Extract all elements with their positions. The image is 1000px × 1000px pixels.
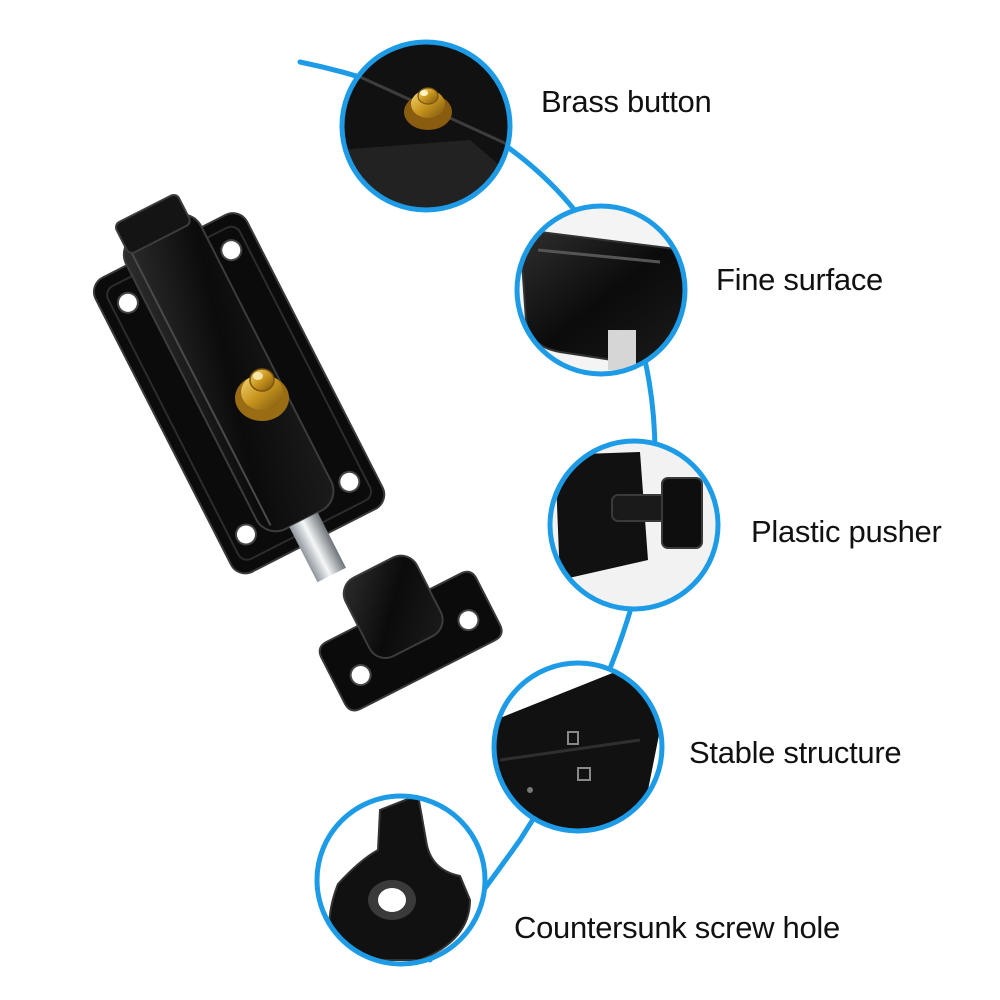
countersunk-screw-hole-closeup bbox=[314, 793, 488, 967]
feature-label-brass-button: Brass button bbox=[541, 84, 712, 119]
plastic-pusher-closeup bbox=[547, 438, 721, 612]
barrel-bolt-latch bbox=[92, 193, 503, 712]
stable-structure-closeup bbox=[491, 660, 665, 834]
feature-label-countersunk-screw-hole: Countersunk screw hole bbox=[514, 910, 840, 945]
brass-button-closeup bbox=[339, 39, 513, 213]
feature-label-plastic-pusher: Plastic pusher bbox=[751, 514, 942, 549]
feature-label-stable-structure: Stable structure bbox=[689, 735, 902, 770]
feature-label-fine-surface: Fine surface bbox=[716, 262, 883, 297]
fine-surface-closeup bbox=[514, 203, 688, 377]
